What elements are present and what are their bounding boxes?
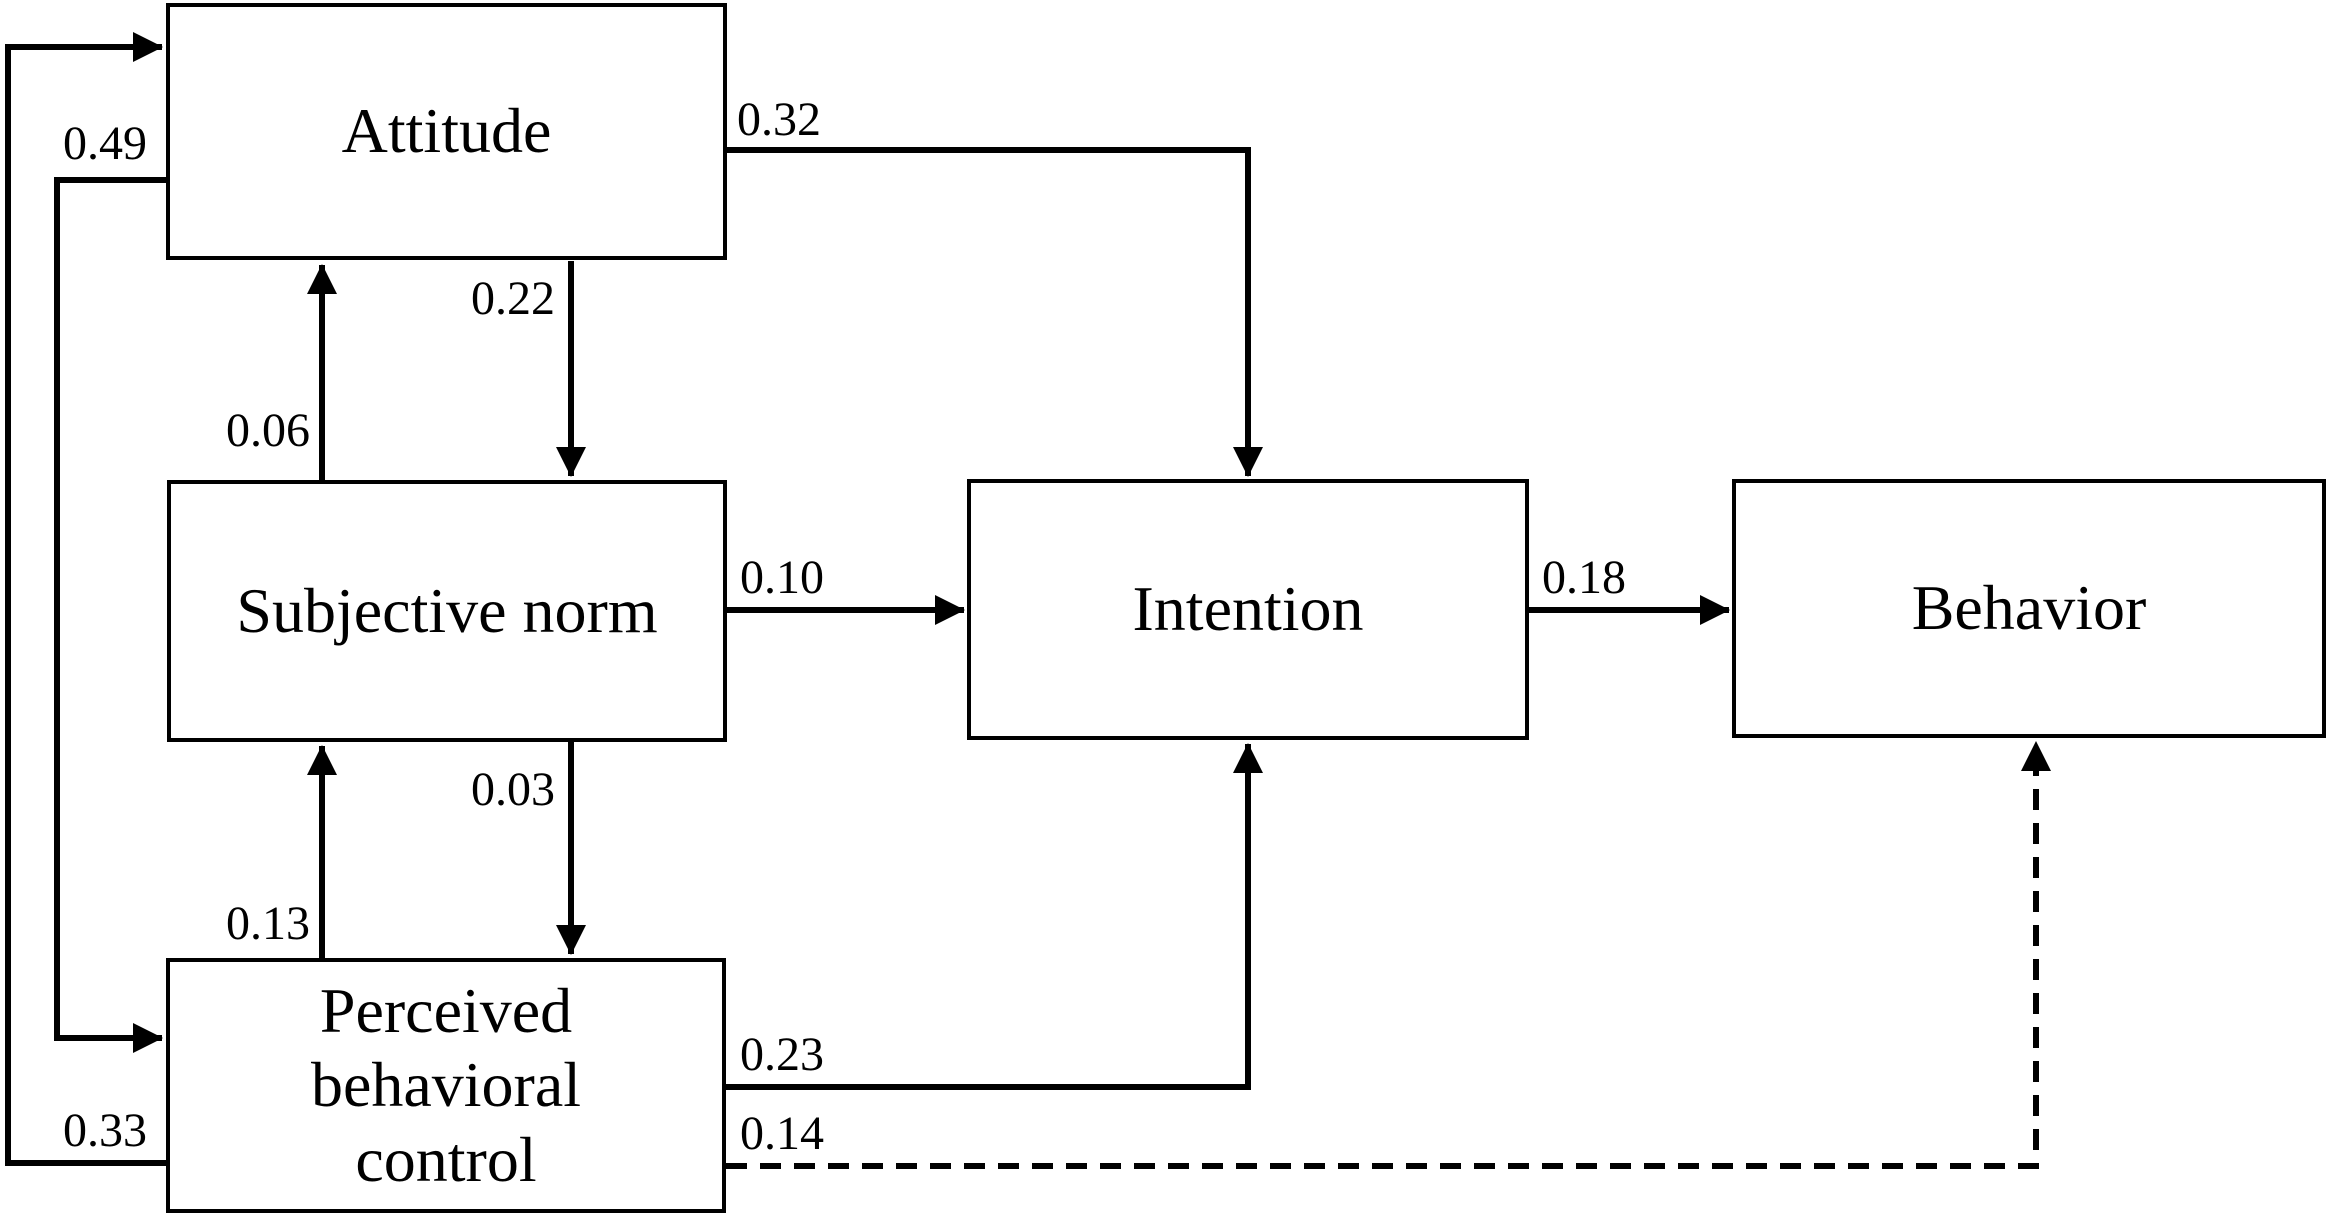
coefficient-subjective-norm-pbc: 0.03: [471, 763, 555, 816]
coefficient-pbc-intention: 0.23: [740, 1028, 824, 1081]
node-intention-label: Intention: [1132, 573, 1364, 645]
node-pbc-label: Perceived behavioral control: [310, 975, 582, 1195]
coefficient-attitude-intention: 0.32: [737, 93, 821, 146]
node-behavior-label: Behavior: [1911, 572, 2147, 644]
node-intention: Intention: [967, 479, 1529, 740]
coefficient-intention-behavior: 0.18: [1542, 551, 1626, 604]
coefficient-attitude-subjective-norm: 0.22: [471, 272, 555, 325]
node-attitude-label: Attitude: [341, 95, 552, 167]
arrow-attitude-to-intention: [727, 147, 1263, 477]
coefficient-subjective-norm-attitude: 0.06: [226, 404, 310, 457]
coefficient-pbc-subjective-norm: 0.13: [226, 897, 310, 950]
node-behavior: Behavior: [1732, 479, 2326, 738]
coefficient-pbc-behavior: 0.14: [740, 1107, 824, 1160]
arrow-pbc-to-attitude: [5, 32, 166, 1166]
node-subjective-norm: Subjective norm: [167, 480, 727, 742]
node-subjective-norm-label: Subjective norm: [236, 574, 658, 646]
coefficient-pbc-attitude: 0.33: [63, 1104, 147, 1157]
node-attitude: Attitude: [166, 3, 727, 260]
coefficient-attitude-pbc: 0.49: [63, 117, 147, 170]
arrow-pbc-to-intention: [726, 743, 1263, 1090]
arrow-pbc-to-behavior-dashed: [726, 741, 2051, 1169]
node-perceived-behavioral-control: Perceived behavioral control: [166, 958, 726, 1213]
coefficient-subjective-norm-intention: 0.10: [740, 551, 824, 604]
arrow-attitude-to-pbc: [54, 177, 166, 1053]
